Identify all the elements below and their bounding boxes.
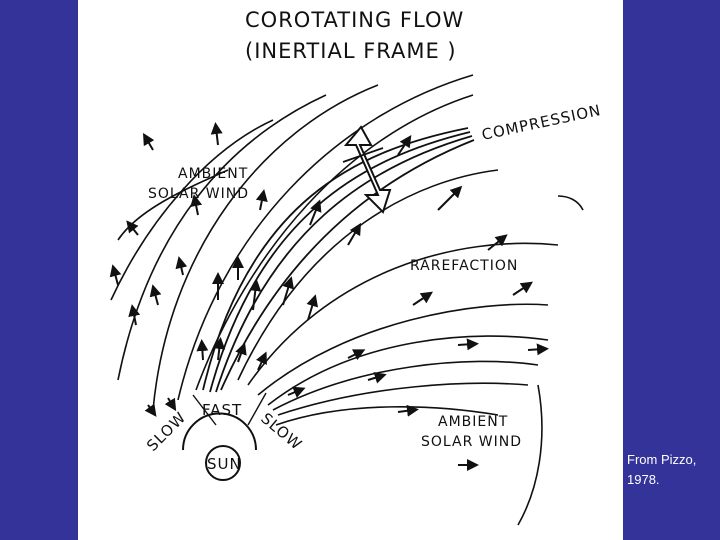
right-field-lines [237,169,584,526]
ambient-top-label-line2: SOLAR WIND [148,186,249,202]
fast-label: FAST [202,401,242,419]
velocity-arrow [487,234,508,251]
field-line [557,195,584,211]
velocity-arrow [164,397,177,412]
field-line [277,382,529,416]
field-line [237,169,499,381]
double-arrow-shape [343,125,392,214]
left-field-lines [110,74,474,411]
velocity-arrow [149,284,162,306]
velocity-arrow [347,349,366,361]
velocity-arrow [142,132,155,151]
field-line [247,242,559,386]
velocity-arrow [412,291,433,306]
velocity-arrow [196,339,209,361]
field-line [257,303,549,396]
field-line [275,406,499,426]
rarefaction-label: RAREFACTION [410,258,518,274]
velocity-arrow [109,264,122,286]
field-line [110,119,274,301]
velocity-arrow [175,256,188,276]
velocity-arrow [397,404,419,417]
velocity-arrow [347,222,362,246]
sector-divider [247,392,267,426]
ambient-bottom-label-line1: AMBIENT [438,414,508,430]
velocity-arrow [306,294,319,321]
velocity-arrow [282,276,294,306]
velocity-arrow [457,338,479,351]
field-line [152,84,379,411]
field-line [177,74,474,401]
velocity-arrow [213,337,226,361]
velocity-arrow [527,343,549,356]
sector-divider [192,394,217,426]
field-line [272,360,539,411]
field-line [220,139,475,391]
velocity-arrow [256,351,267,371]
source-caption: From Pizzo, 1978. [627,450,717,490]
velocity-arrow [309,199,322,226]
velocity-arrow [190,194,203,216]
diagram-panel: COROTATING FLOW (INERTIAL FRAME ) [78,0,623,540]
compression-double-arrow [343,125,392,214]
velocity-arrow [210,122,223,146]
sun-label: SUN [207,455,242,473]
velocity-arrow [144,403,157,417]
field-line [117,169,229,241]
velocity-arrow [437,185,463,211]
sector-divider-lines [192,392,267,426]
velocity-arrow [397,135,412,156]
ambient-bottom-label-line2: SOLAR WIND [421,434,522,450]
field-line [117,94,327,381]
velocity-arrow [255,189,268,211]
velocity-arrows [109,122,549,471]
field-line [517,384,543,526]
slow-right-label: SLOW [257,409,305,454]
velocity-arrow [235,342,247,363]
field-line [267,335,549,406]
shock-front-line [342,147,384,163]
sun-arc [182,412,257,451]
velocity-arrow [367,372,387,384]
diagram-title-line2: (INERTIAL FRAME ) [245,39,457,63]
field-line [195,94,474,391]
velocity-arrow [126,220,139,236]
field-line [215,135,473,393]
velocity-arrow [287,386,306,398]
compression-label: COMPRESSION [480,101,603,144]
sun-icon [205,445,241,481]
corotating-flow-diagram: COROTATING FLOW (INERTIAL FRAME ) [109,8,603,526]
velocity-arrow [128,304,141,326]
velocity-arrow [249,279,262,311]
ambient-top-label-line1: AMBIENT [178,166,248,182]
caption-line2: 1978. [627,472,660,487]
diagram-title-line1: COROTATING FLOW [245,8,464,32]
field-line [202,127,469,391]
caption-line1: From Pizzo, [627,452,697,467]
velocity-arrow [512,281,533,296]
